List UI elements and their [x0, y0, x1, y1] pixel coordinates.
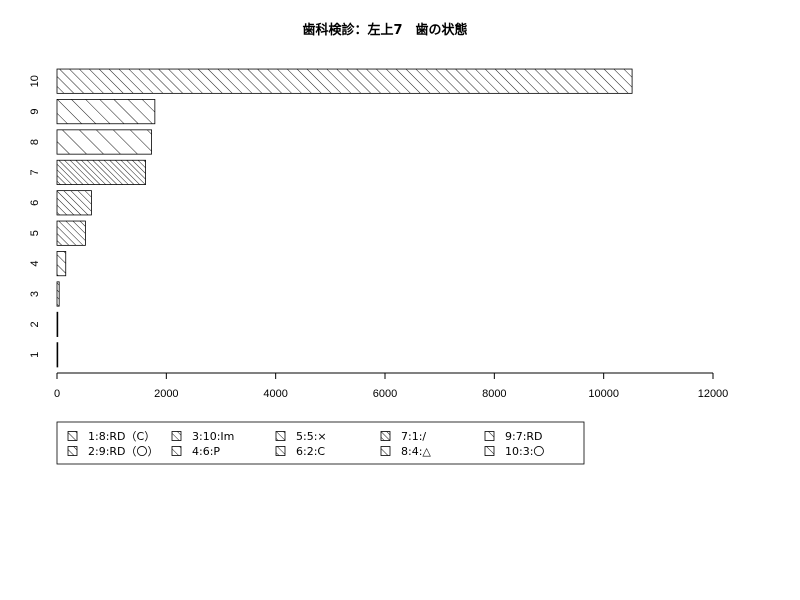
legend-label: 5:5:× — [296, 430, 327, 443]
bar-9 — [56, 99, 156, 125]
y-tick-label: 6 — [29, 200, 41, 206]
legend-swatch — [67, 431, 78, 441]
x-tick-label: 6000 — [373, 388, 397, 400]
x-axis: 0 2000 4000 6000 8000 10000 12000 — [54, 372, 729, 400]
y-tick-label: 8 — [29, 139, 41, 145]
y-tick-label: 3 — [29, 291, 41, 297]
legend-label: 3:10:Im — [192, 430, 234, 443]
legend-swatch — [380, 446, 391, 456]
legend-swatch — [484, 431, 495, 441]
bar-10 — [56, 68, 633, 94]
chart-title: 歯科検診：左上7 歯の状態 — [302, 22, 467, 38]
x-tick-label: 0 — [54, 388, 60, 400]
legend-frame — [56, 421, 585, 465]
x-tick-label: 8000 — [482, 388, 506, 400]
bar-6 — [56, 190, 92, 216]
legend-label: 4:6:P — [192, 445, 220, 458]
bar-2 — [56, 311, 59, 337]
legend-swatch — [171, 446, 182, 456]
legend-swatch — [171, 431, 182, 441]
y-tick-label: 7 — [29, 169, 41, 175]
bar-1 — [56, 342, 59, 368]
legend-swatch — [67, 446, 78, 456]
legend: 1:8:RD（C） 2:9:RD（〇） 3:10:Im 4:6:P 5:5:× 6:2:C… — [56, 421, 585, 465]
y-tick-label: 4 — [29, 261, 41, 267]
bar-7 — [56, 159, 146, 185]
x-tick-label: 2000 — [154, 388, 178, 400]
legend-swatch — [275, 431, 286, 441]
legend-swatch — [275, 446, 286, 456]
bar-5 — [56, 220, 86, 246]
x-tick-label: 10000 — [588, 388, 619, 400]
legend-label: 10:3:〇 — [505, 445, 544, 458]
bar-8 — [56, 129, 152, 155]
bar-3 — [56, 281, 60, 307]
legend-label: 1:8:RD（C） — [88, 430, 155, 443]
bars-layer — [56, 68, 633, 368]
legend-label: 8:4:△ — [401, 445, 431, 458]
legend-swatch — [484, 446, 495, 456]
x-tick-label: 12000 — [698, 388, 729, 400]
legend-label: 2:9:RD（〇） — [88, 445, 159, 458]
legend-label: 9:7:RD — [505, 430, 543, 443]
y-tick-label: 1 — [29, 352, 41, 358]
y-tick-label: 9 — [29, 109, 41, 115]
y-axis: 1 2 3 4 5 6 7 8 9 10 — [29, 75, 41, 358]
y-tick-label: 10 — [29, 75, 41, 87]
bar-4 — [56, 251, 67, 277]
x-tick-label: 4000 — [263, 388, 287, 400]
legend-swatch — [380, 431, 391, 441]
y-tick-label: 2 — [29, 321, 41, 327]
legend-label: 7:1:/ — [401, 430, 426, 443]
legend-label: 6:2:C — [296, 445, 325, 458]
y-tick-label: 5 — [29, 230, 41, 236]
